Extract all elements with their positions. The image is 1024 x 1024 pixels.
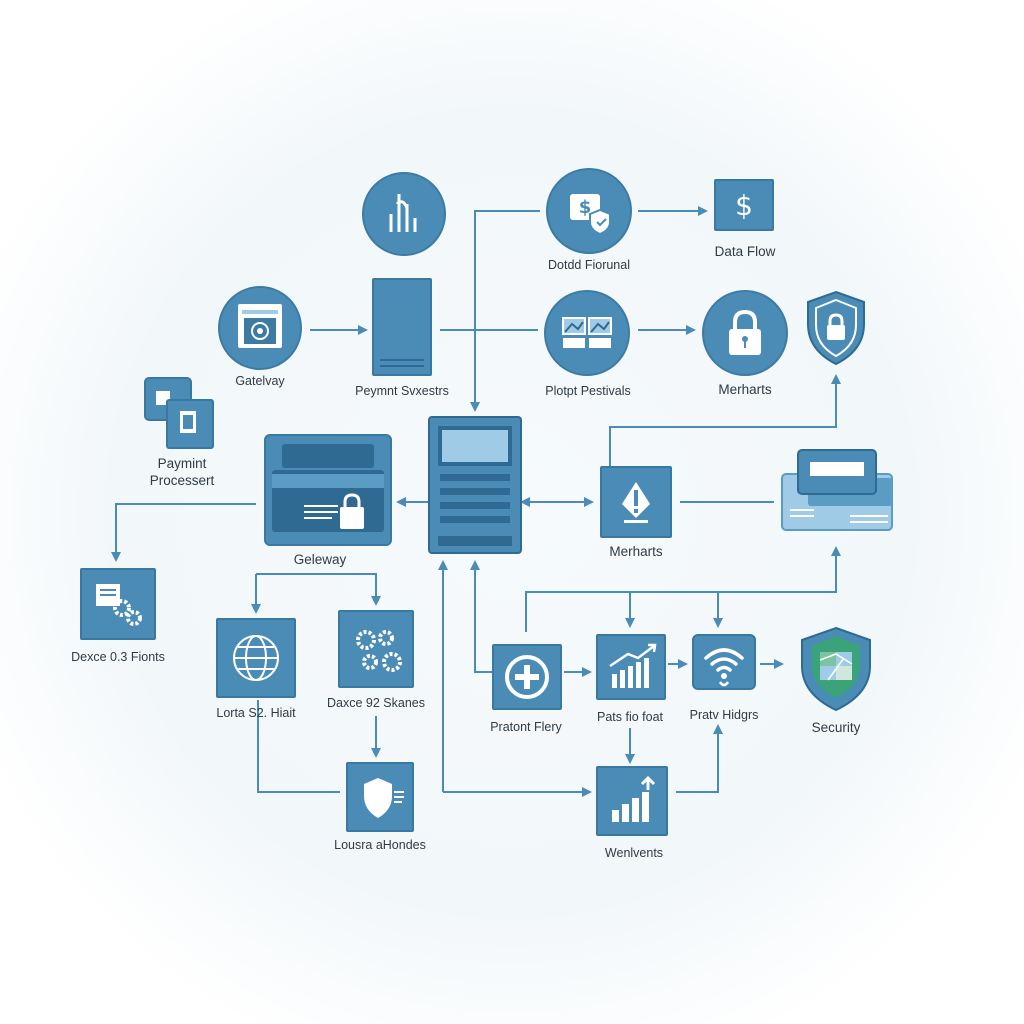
device-fionts-node[interactable] (80, 568, 156, 640)
connector-line (609, 374, 841, 466)
node-label: Security (811, 720, 861, 735)
node-label: Processert (149, 473, 215, 488)
connector-line (257, 700, 340, 793)
node-label: Lorta S2. Hiait (216, 706, 296, 720)
patient-flery-node[interactable] (492, 644, 562, 710)
dollar-icon: $ (735, 189, 753, 222)
card-lock-icon (272, 444, 384, 532)
payment-security-node[interactable]: $ (546, 168, 632, 254)
connector-line (111, 503, 256, 562)
node-label: Pratv Hidgrs (689, 708, 759, 722)
data-flow-node[interactable]: $ (714, 179, 774, 231)
connector-line (470, 560, 492, 673)
server-icon (438, 426, 512, 546)
node-label: Lousra aHondes (334, 838, 426, 852)
plus-icon (505, 655, 549, 699)
node-label: Pats fio foat (596, 710, 663, 724)
node-label: Peymnt Svxestrs (355, 384, 449, 398)
images-icon (562, 317, 612, 348)
node-label: Data Flow (714, 244, 776, 259)
node-label: Paymint (157, 456, 207, 471)
gateway-card-node[interactable] (264, 434, 392, 546)
wifi-icon (704, 648, 744, 687)
svg-text:$: $ (735, 189, 753, 222)
pratv-hidgrs-node[interactable] (692, 634, 756, 690)
node-label: Wenlvents (604, 846, 664, 860)
shield-icon (364, 778, 404, 818)
gears-icon (356, 630, 402, 672)
connector-line (470, 210, 540, 412)
lock-icon (729, 309, 761, 355)
payment-system-node[interactable] (372, 278, 432, 376)
gateway-node[interactable] (218, 286, 302, 370)
pestivals-node[interactable] (544, 290, 630, 376)
lorta-node[interactable] (216, 618, 296, 698)
node-label: Daxce 92 Skanes (327, 696, 425, 710)
node-label: Plotpt Pestivals (545, 384, 631, 398)
analytics-node[interactable] (362, 172, 446, 256)
main-server-node[interactable] (428, 416, 522, 554)
globe-icon (233, 635, 279, 681)
server-icon (380, 359, 424, 367)
bar-chart-icon (389, 194, 417, 232)
bar-growth-icon (612, 775, 656, 822)
connector-line (525, 546, 841, 632)
trend-chart-icon (609, 643, 657, 688)
gears-document-icon (96, 584, 142, 626)
node-label: Pratont Flery (490, 720, 562, 734)
wenlvents-node[interactable] (596, 766, 668, 836)
payment-processer-node[interactable] (166, 399, 214, 449)
lousra-node[interactable] (346, 762, 414, 832)
node-label: Dotdd Fiorunal (548, 258, 630, 272)
warning-node[interactable] (600, 466, 672, 538)
node-label: Gatelvay (235, 374, 285, 388)
shield-lock-icon (807, 290, 865, 366)
warning-icon (622, 482, 650, 523)
node-label: Dexce 0.3 Fionts (71, 650, 165, 664)
shield-map-icon (801, 626, 871, 712)
shield-money-icon: $ (570, 194, 611, 236)
merchants-lock-node[interactable] (702, 290, 788, 376)
node-label: Merharts (609, 544, 663, 559)
pats-fio-foat-node[interactable] (596, 634, 666, 700)
connector-line (676, 724, 723, 793)
document-icon (180, 411, 196, 433)
node-label: Geleway (293, 552, 347, 567)
node-label: Merharts (718, 382, 772, 397)
skanes-node[interactable] (338, 610, 414, 688)
connector-line (256, 573, 381, 606)
device-icon (238, 304, 282, 348)
svg-text:$: $ (579, 197, 592, 218)
cards-icon (781, 449, 893, 531)
